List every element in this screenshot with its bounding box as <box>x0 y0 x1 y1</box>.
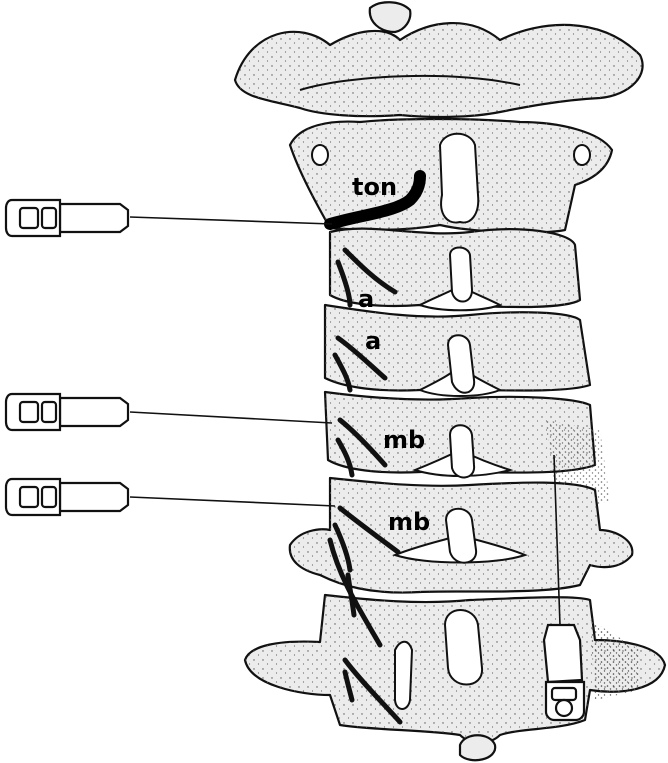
atlas-vertebra <box>235 2 643 117</box>
label-a-lower: a <box>365 327 381 355</box>
needle-upper <box>6 200 332 236</box>
label-ton: ton <box>352 173 397 201</box>
needle-lower <box>6 479 335 515</box>
needle-middle <box>6 394 332 430</box>
label-mb-lower: mb <box>388 508 430 536</box>
c7-vertebra <box>245 595 665 760</box>
label-mb-upper: mb <box>383 426 425 454</box>
axis-vertebra <box>290 119 612 232</box>
label-a-upper: a <box>358 285 374 313</box>
